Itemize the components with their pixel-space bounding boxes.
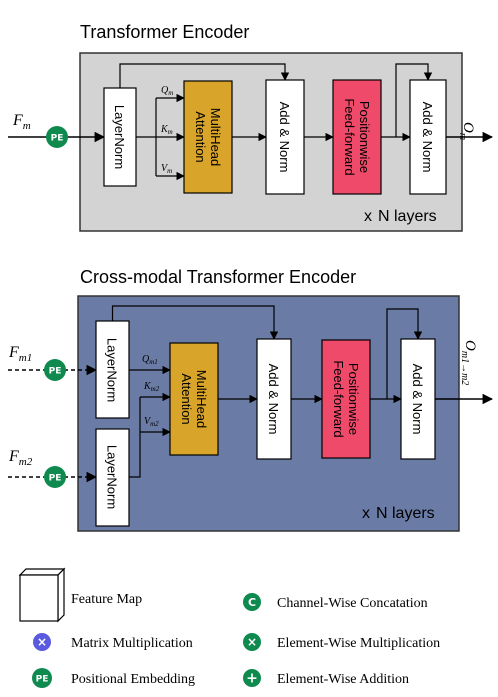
cross-output-label: Om1→m2 [459,340,478,385]
positional-embedding-icon: PE [32,668,52,688]
legend-pos-emb: Positional Embedding [71,672,195,687]
cross-addnorm-2-label: Add & Norm [410,364,425,435]
encoder-output-label: Om [457,122,476,140]
cross-addnorm-1 [256,338,292,460]
svg-text:×: × [247,635,257,649]
cross-q-label: Qm1 [142,354,158,366]
feature-map-icon [18,567,66,623]
legend-concat: Channel-Wise Concatation [277,596,428,611]
encoder-title: Transformer Encoder [80,22,249,42]
encoder-addnorm-1 [265,79,305,195]
cross-kv-split [129,397,141,478]
matrix-multiplication-icon: × [33,633,51,651]
cross-input-2-label: Fm2 [8,448,33,468]
cross-v-label: Vm2 [144,416,159,428]
cross-layernorm-1-label: LayerNorm [105,338,120,402]
encoder-q-label: Qm [161,85,173,97]
cross-feedforward [321,339,371,459]
svg-text:PE: PE [36,675,49,685]
svg-text:×: × [37,635,47,649]
encoder-residual-1 [119,63,290,88]
encoder-pe-icon: PE [46,126,68,148]
legend-feature-map: Feature Map [71,592,142,607]
encoder-addnorm-2-label: Add & Norm [420,102,435,173]
svg-text:C: C [248,596,256,609]
svg-text:+: + [246,671,258,687]
legend-elem-add: Element-Wise Addition [277,672,409,687]
encoder-input-label: Fm [12,112,31,132]
encoder-layernorm [103,87,137,187]
encoder-attention-label: MultiHeadAttention [193,108,223,167]
encoder-addnorm-1-label: Add & Norm [277,102,292,173]
encoder-residual-2 [395,63,433,137]
cross-residual-2 [386,308,423,399]
cross-input-1-label: Fm1 [8,344,32,364]
encoder-v-label: Vm [161,163,172,175]
cross-feedforward-label: PositionwiseFeed-forward [331,360,361,437]
cross-residual-1 [111,305,279,340]
cross-pe-icon-2: PE [44,466,66,488]
legend-matrix-mult: Matrix Multiplication [71,636,193,651]
encoder-addnorm-2 [409,79,447,195]
cross-addnorm-2 [400,338,436,460]
encoder-layernorm-label: LayerNorm [112,105,127,169]
svg-text:PE: PE [49,367,62,377]
encoder-feedforward-label: PositionwiseFeed-forward [342,98,372,175]
cross-layernorm-2 [95,428,130,527]
element-wise-addition-icon: + [243,669,261,687]
svg-text:PE: PE [49,474,62,484]
cross-layernorm-2-label: LayerNorm [105,445,120,509]
cross-addnorm-1-label: Add & Norm [266,364,281,435]
cross-attention-label: MultiHeadAttention [179,370,209,429]
cross-pe-icon-1: PE [44,359,66,381]
svg-text:PE: PE [51,134,64,144]
encoder-k-label: Km [160,124,173,136]
concatenation-icon: C [243,593,261,611]
legend-elem-mult: Element-Wise Multiplication [277,636,440,651]
cross-title: Cross-modal Transformer Encoder [80,267,356,287]
cross-attention [169,342,219,456]
element-wise-multiplication-icon: × [243,633,261,651]
cross-k-label: Km2 [143,381,160,393]
